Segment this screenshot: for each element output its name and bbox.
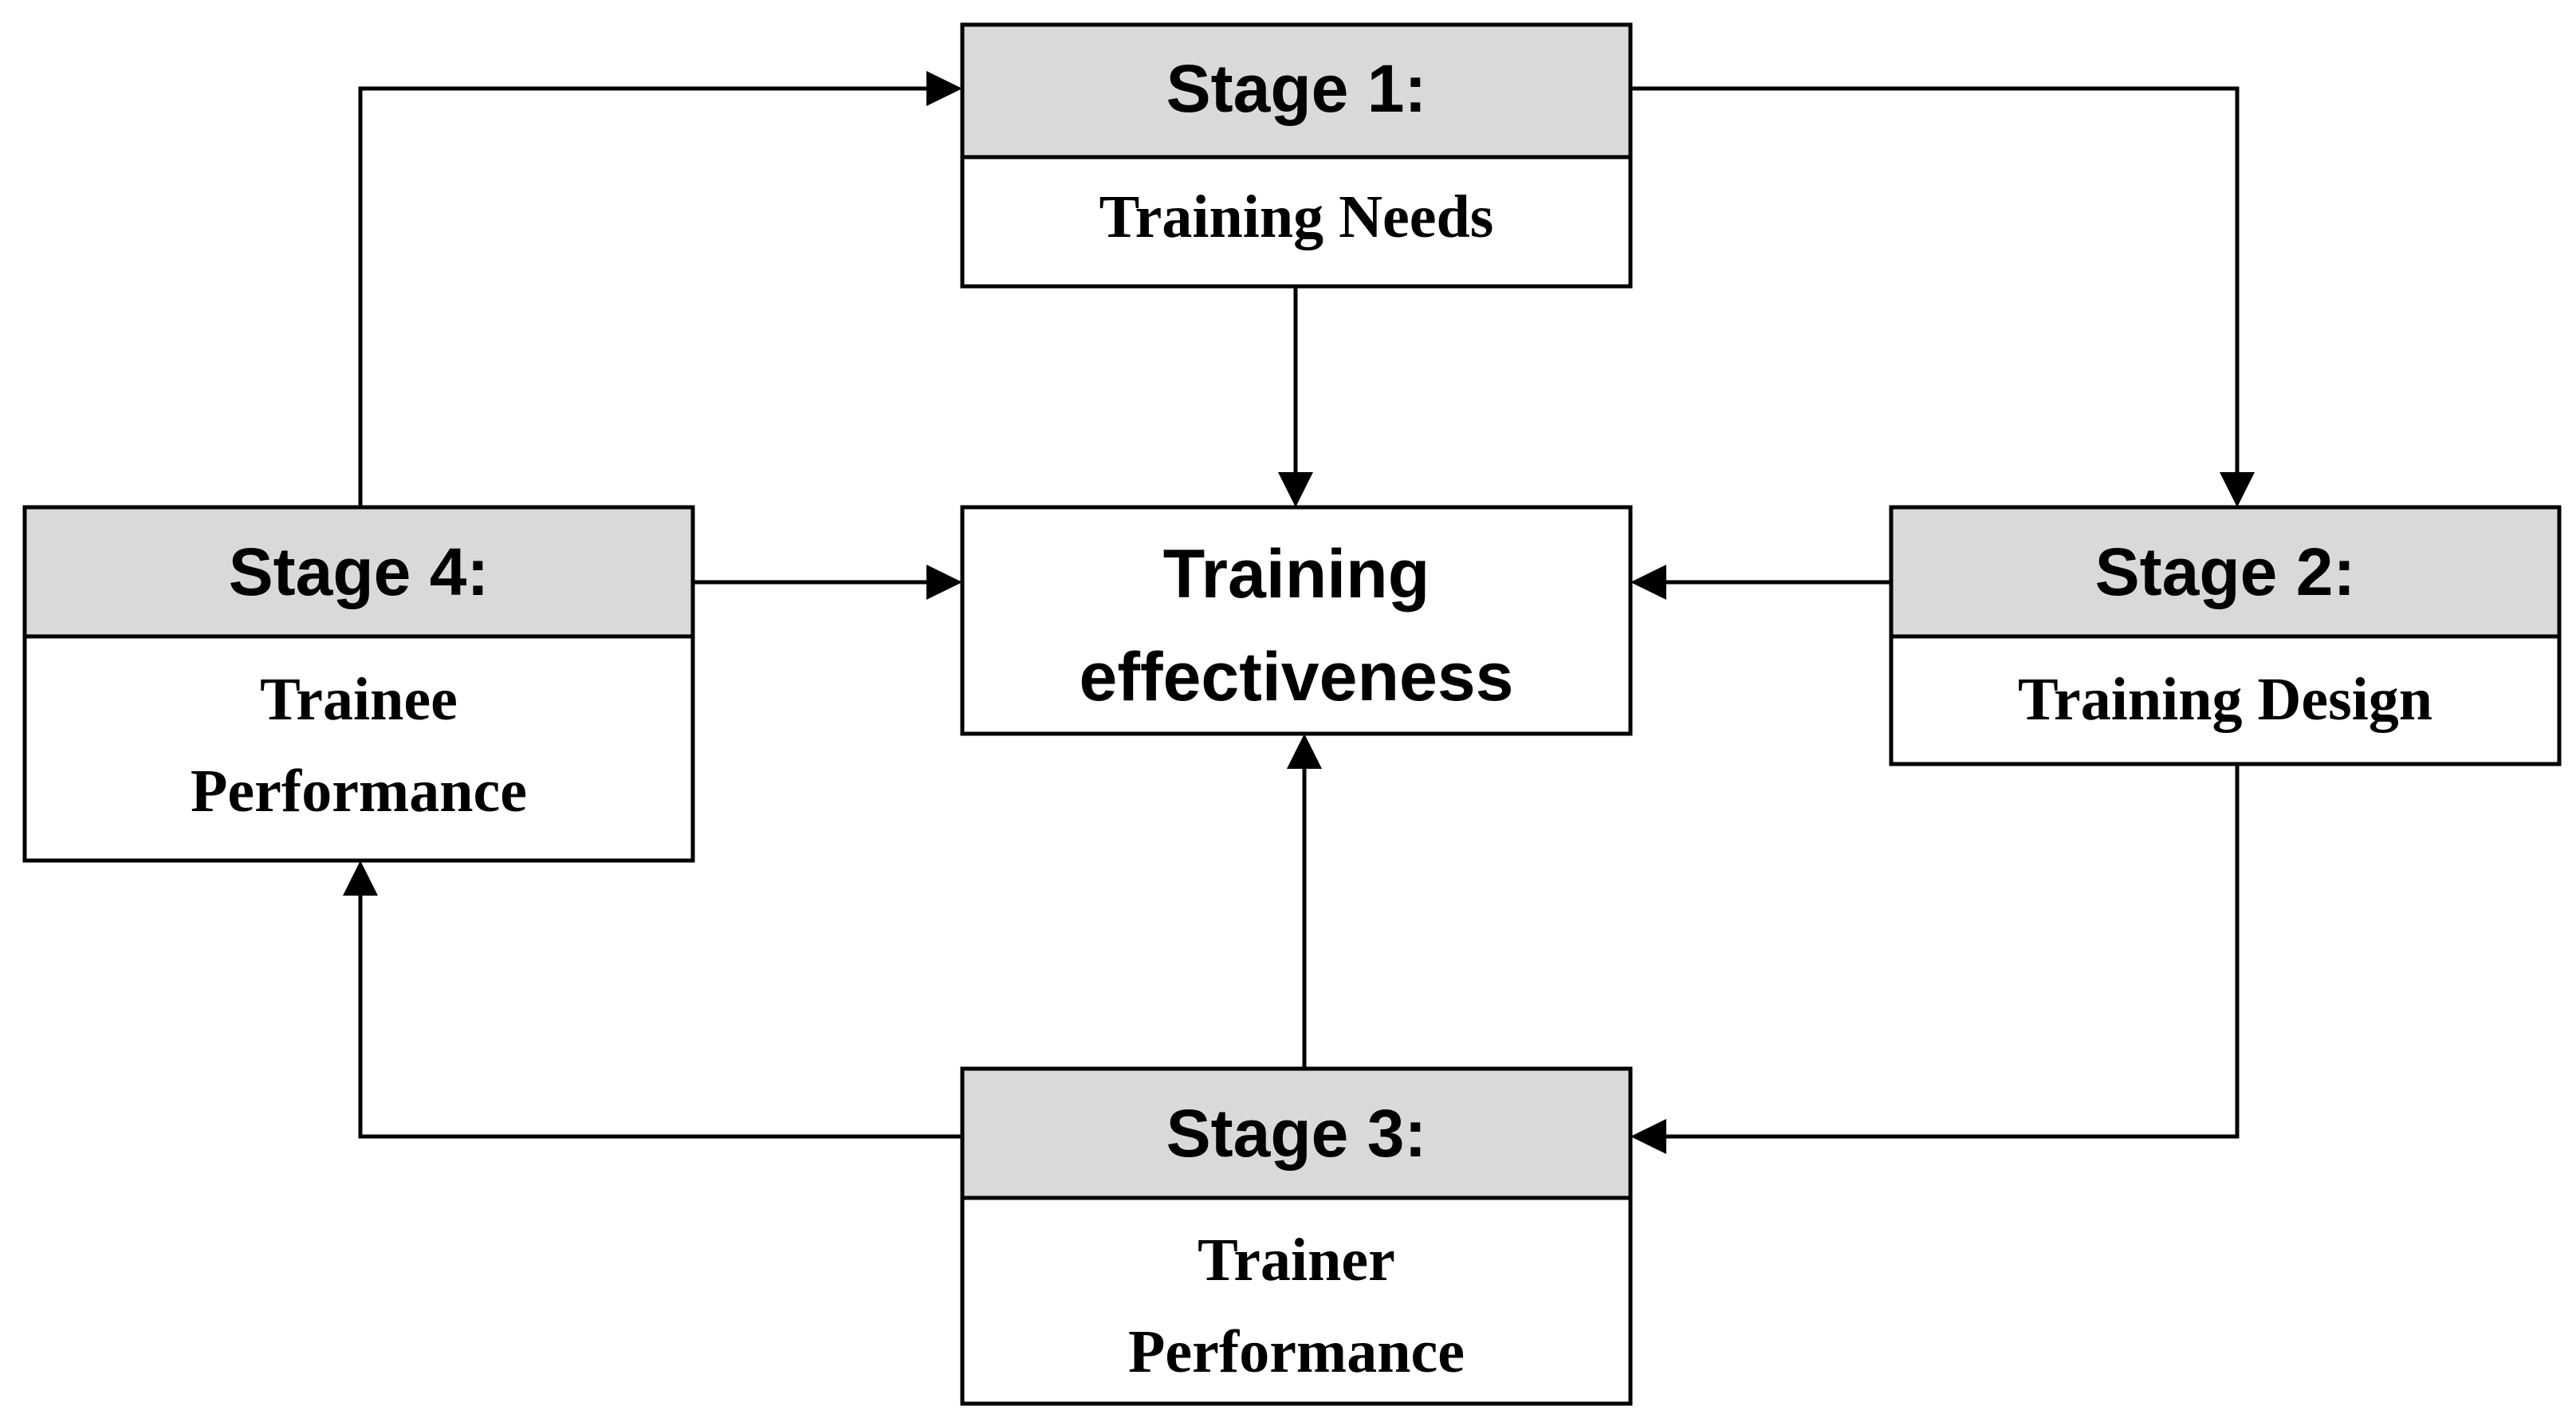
- arrowhead-stage3-right: [1630, 1119, 1666, 1154]
- arrow-stage2-to-stage3: [1666, 764, 2240, 1139]
- arrow-stage4-to-stage1: [358, 86, 926, 507]
- stage-4-name-line-2: Performance: [191, 758, 527, 825]
- arrowhead-stage4-bottom: [343, 861, 378, 896]
- stage-1-header: [960, 22, 1633, 160]
- stage-2-title: Stage 2:: [2095, 534, 2356, 609]
- center-label-line-2: effectiveness: [1080, 639, 1514, 715]
- stage-3-header: [960, 1066, 1633, 1200]
- stage-1-box: Stage 1: Training Needs: [960, 22, 1633, 289]
- arrowhead-center-bottom: [1287, 734, 1322, 769]
- stage-3-name-line-2: Performance: [1128, 1318, 1465, 1385]
- connectors: [343, 71, 2255, 1154]
- stage-4-name-line-1: Trainee: [260, 666, 458, 733]
- stage-1-title: Stage 1:: [1166, 51, 1427, 126]
- stage-3-title: Stage 3:: [1166, 1096, 1427, 1171]
- stage-2-header: [1889, 505, 2562, 639]
- center-label-line-1: Training: [1163, 536, 1430, 613]
- stage-3-box: Stage 3: Trainer Performance: [960, 1066, 1633, 1406]
- arrow-stage3-to-stage4: [358, 896, 962, 1139]
- stage-4-box: Stage 4: Trainee Performance: [22, 505, 695, 863]
- center-box: Training effectiveness: [960, 505, 1633, 736]
- center-frame: [960, 505, 1633, 736]
- arrow-stage1-to-stage2: [1630, 86, 2240, 472]
- arrowhead-center-top: [1278, 472, 1313, 507]
- arrowhead-center-left: [926, 565, 962, 600]
- stage-1-name: Training Needs: [1099, 183, 1494, 250]
- stage-4-title: Stage 4:: [229, 534, 490, 609]
- stage-4-header: [22, 505, 695, 639]
- stage-3-name-line-1: Trainer: [1198, 1227, 1395, 1294]
- arrowhead-stage2-top: [2220, 472, 2255, 507]
- stage-2-box: Stage 2: Training Design: [1889, 505, 2562, 766]
- arrowhead-stage1-left: [926, 71, 962, 106]
- stage-2-name: Training Design: [2018, 666, 2432, 733]
- arrowhead-center-right: [1630, 565, 1666, 600]
